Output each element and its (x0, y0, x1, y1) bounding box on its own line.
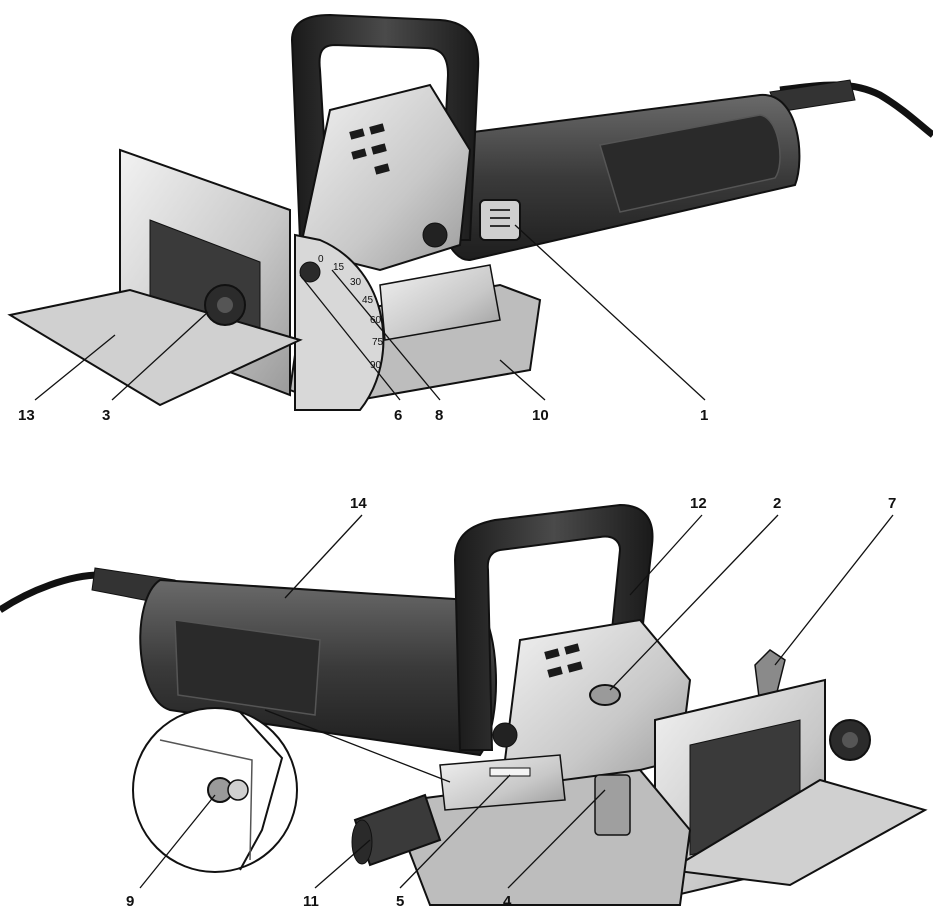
scale-mark-75: 75 (372, 337, 384, 348)
callout-7: 7 (888, 495, 896, 512)
leader-9 (139, 794, 216, 889)
angle-scale-marks: 0 15 30 45 60 75 90 (318, 254, 384, 371)
power-cord (0, 571, 101, 613)
depth-scale-ruler (489, 767, 531, 777)
on-off-switch (479, 199, 521, 241)
fence-bottom-plate (667, 778, 928, 887)
callout-9: 9 (126, 893, 134, 910)
callout-2: 2 (773, 495, 781, 512)
top-view: 0 15 30 45 60 75 90 13 3 6 8 10 1 (7, 13, 933, 424)
vent-slots (349, 123, 390, 175)
callout-11: 11 (303, 893, 319, 910)
leader-13 (34, 334, 116, 401)
detail-inset (132, 707, 451, 873)
callout-4: 4 (503, 893, 512, 910)
scale-mark-0: 0 (318, 254, 324, 265)
callout-12: 12 (690, 495, 707, 512)
callout-13: 13 (18, 407, 35, 424)
depth-stop (594, 774, 631, 836)
leader-5 (399, 774, 511, 889)
scale-mark-45: 45 (362, 295, 374, 306)
leader-12 (629, 514, 703, 596)
scale-mark-15: 15 (333, 262, 345, 273)
leader-2 (609, 514, 779, 691)
spindle-lock-button (589, 684, 621, 706)
leader-10 (499, 359, 546, 401)
scale-mark-90: 90 (370, 360, 382, 371)
vent-slots (544, 643, 583, 678)
leader-7 (774, 514, 894, 666)
scale-mark-30: 30 (350, 277, 362, 288)
callout-1: 1 (700, 407, 708, 424)
leader-14 (284, 514, 363, 599)
callout-5: 5 (396, 893, 404, 910)
leader-4 (507, 789, 606, 889)
callout-6: 6 (394, 407, 402, 424)
callout-3: 3 (102, 407, 110, 424)
scale-mark-60: 60 (370, 315, 382, 326)
bottom-view: 14 12 2 7 9 11 5 4 (0, 495, 928, 910)
motor-grip-panel (174, 619, 321, 716)
callout-8: 8 (435, 407, 443, 424)
callout-14: 14 (350, 495, 367, 512)
leader-1 (514, 224, 706, 401)
callout-10: 10 (532, 407, 549, 424)
leader-3 (111, 311, 209, 401)
motor-grip-panel (599, 114, 781, 213)
handle-pivot-knob (422, 222, 448, 248)
leader-8 (331, 269, 441, 401)
leader-11 (314, 839, 371, 889)
angle-lock-knob (299, 261, 321, 283)
leader-6 (299, 274, 401, 401)
handle-pivot-knob (492, 722, 518, 748)
depth-rod (379, 264, 501, 341)
